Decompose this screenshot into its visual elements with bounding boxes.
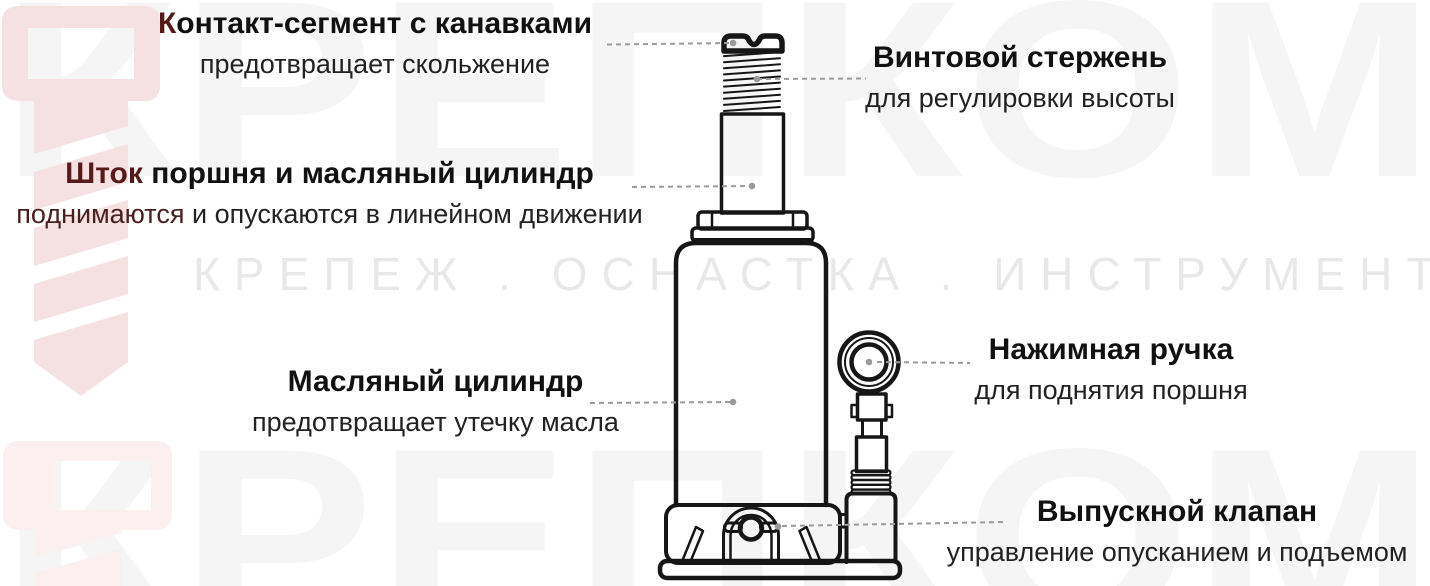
- leader-pump-handle: [865, 358, 971, 366]
- oil-cylinder-body: [673, 240, 829, 508]
- label-screw-rod: Винтовой стержень для регулировки высоты: [850, 40, 1190, 114]
- screw-thread: [723, 51, 781, 112]
- leader-piston-rod: [631, 182, 756, 190]
- label-pump-handle-heading: Нажимная ручка: [988, 333, 1234, 366]
- label-piston-rod-heading: Шток поршня и масляный цилиндр: [65, 157, 594, 190]
- label-pump-handle-subtitle: для поднятия поршня: [974, 375, 1248, 405]
- label-pump-handle: Нажимная ручка для поднятия поршня: [960, 332, 1262, 406]
- screw-logo-watermark-top: [2, 6, 160, 396]
- label-release-valve-subtitle: управление опусканием и подъемом: [946, 537, 1408, 567]
- label-piston-rod-subtitle: поднимаются и опускаются в линейном движ…: [16, 199, 643, 229]
- collar-flange: [690, 210, 815, 243]
- label-oil-cylinder-heading: Масляный цилиндр: [287, 365, 584, 398]
- brand-watermark-bottom: КРЕПКОМ: [0, 397, 1430, 586]
- brand-watermark-top: КРЕПКОМ: [0, 0, 1430, 230]
- pump-linkage: [850, 392, 894, 474]
- leader-release-valve: [774, 521, 1006, 530]
- leader-screw-rod: [753, 75, 867, 83]
- label-release-valve: Выпускной клапан управление опусканием и…: [932, 494, 1422, 568]
- label-screw-rod-subtitle: для регулировки высоты: [865, 83, 1175, 113]
- label-oil-cylinder-subtitle: предотвращает утечку масла: [252, 407, 619, 437]
- saddle-cap: [721, 33, 785, 54]
- label-contact-segment-heading: Контакт-сегмент с канавками: [157, 7, 593, 40]
- pump-cylinder: [838, 491, 898, 564]
- leader-contact-segment: [606, 39, 737, 47]
- piston-rod: [719, 112, 786, 215]
- tagline-watermark: КРЕПЕЖ . ОСНАСТКА . ИНСТРУМЕНТ: [193, 248, 1430, 300]
- release-valve: [722, 506, 780, 564]
- label-oil-cylinder: Масляный цилиндр предотвращает утечку ма…: [243, 364, 628, 438]
- pump-bellows: [850, 469, 892, 496]
- label-contact-segment-subtitle: предотвращает скольжение: [199, 49, 551, 79]
- label-contact-segment: Контакт-сегмент с канавками предотвращае…: [90, 6, 660, 80]
- label-screw-rod-heading: Винтовой стержень: [872, 41, 1168, 74]
- base-housing: [664, 503, 842, 565]
- leader-oil-cylinder: [589, 398, 737, 406]
- label-piston-rod: Шток поршня и масляный цилиндр поднимают…: [2, 156, 657, 230]
- label-release-valve-heading: Выпускной клапан: [1036, 495, 1318, 528]
- screw-logo-watermark-bottom: [3, 441, 172, 586]
